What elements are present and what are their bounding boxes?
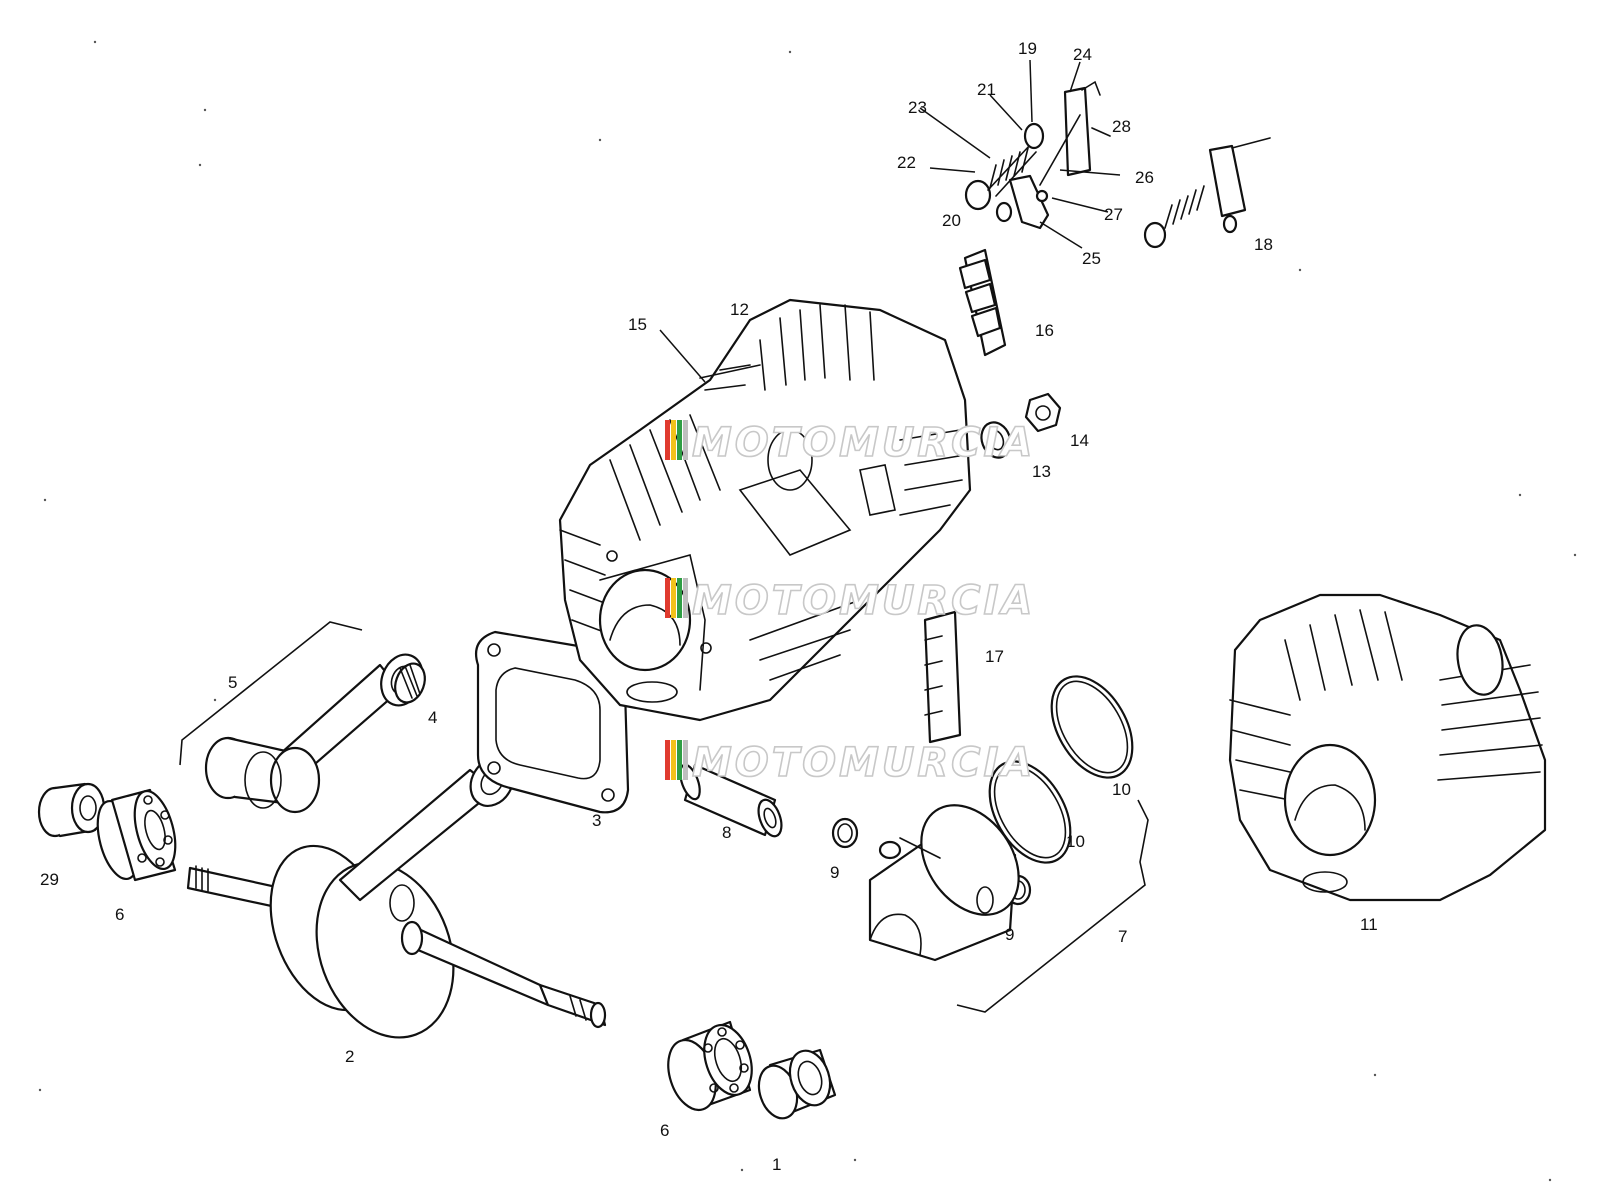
- bracket-5: [179, 621, 363, 766]
- part-22-valve-knob: [964, 179, 992, 211]
- part-23-spring: [987, 144, 1037, 197]
- part-27-pin: [1035, 189, 1049, 203]
- callout-9-right: 9: [1005, 925, 1014, 944]
- callout-13: 13: [1032, 462, 1051, 481]
- callout-3: 3: [592, 811, 601, 830]
- part-2-crankshaft: [186, 844, 607, 1039]
- watermark-bottom: MOTOMURCIA: [665, 739, 1035, 787]
- part-24-lever-plate: [1063, 80, 1101, 177]
- callout-7: 7: [1118, 927, 1127, 946]
- part-19-washer: [1023, 122, 1045, 150]
- part-17-intake-insert: [923, 610, 962, 744]
- callout-8: 8: [722, 823, 731, 842]
- part-15-fin-stud: [699, 364, 761, 379]
- part-3-gasket: [474, 630, 630, 814]
- watermark-text-bottom: MOTOMURCIA: [692, 740, 1035, 786]
- callout-25: 25: [1082, 249, 1101, 268]
- bracket-7: [956, 799, 1149, 1013]
- callout-24: 24: [1073, 45, 1092, 64]
- callout-16: 16: [1035, 321, 1054, 340]
- part-11-cylinder: [1228, 593, 1547, 902]
- part-5-connecting-rod-assembly: [204, 653, 424, 814]
- callout-27: 27: [1104, 205, 1123, 224]
- watermark-top: MOTOMURCIA: [665, 419, 1035, 467]
- callout-29: 29: [40, 870, 59, 889]
- callout-20: 20: [942, 211, 961, 230]
- callout-15: 15: [628, 315, 647, 334]
- callout-9-left: 9: [830, 863, 839, 882]
- part-1-oil-seal: [757, 1048, 837, 1120]
- callout-6-left: 6: [115, 905, 124, 924]
- part-28-pin: [1091, 127, 1111, 137]
- callout-10-upper: 10: [1112, 780, 1131, 799]
- callout-28: 28: [1112, 117, 1131, 136]
- callout-6-lower: 6: [660, 1121, 669, 1140]
- watermark-text-top: MOTOMURCIA: [692, 420, 1035, 466]
- part-14-nut: [1024, 392, 1062, 433]
- callout-1: 1: [772, 1155, 781, 1174]
- callout-10-lower: 10: [1066, 832, 1085, 851]
- callout-2: 2: [345, 1047, 354, 1066]
- callout-12: 12: [730, 300, 749, 319]
- callout-21: 21: [977, 80, 996, 99]
- callout-18: 18: [1254, 235, 1273, 254]
- part-18-decompressor-assembly: [1143, 137, 1271, 249]
- leader-lines: [659, 59, 1121, 383]
- part-10-piston-ring-lower: [988, 760, 1072, 864]
- callout-26: 26: [1135, 168, 1154, 187]
- part-12-cylinder: [558, 298, 972, 722]
- part-13-washer: [980, 421, 1012, 459]
- watermark-middle: MOTOMURCIA: [665, 577, 1035, 625]
- callout-19: 19: [1018, 39, 1037, 58]
- part-26-rod: [1039, 114, 1081, 186]
- part-8-piston-pin: [679, 763, 783, 838]
- callout-22: 22: [897, 153, 916, 172]
- callout-5: 5: [228, 673, 237, 692]
- part-7-piston: [868, 804, 1020, 962]
- watermark-text-middle: MOTOMURCIA: [692, 578, 1035, 624]
- part-25-bracket: [995, 174, 1050, 230]
- callout-17: 17: [985, 647, 1004, 666]
- part-9-circlip-left: [831, 817, 859, 849]
- callout-4: 4: [428, 708, 437, 727]
- part-10-piston-ring-upper: [1050, 675, 1134, 779]
- part-4-needle-bearing: [394, 662, 426, 704]
- callouts: 1 2 3 4 5 6 6 7 8 9 9 10 10 11 12 13 14 …: [40, 39, 1378, 1174]
- part-16-exhaust-insert: [958, 248, 1007, 357]
- part-29-bushing: [37, 782, 106, 838]
- callout-11: 11: [1360, 915, 1378, 934]
- callout-14: 14: [1070, 431, 1089, 450]
- callout-23: 23: [908, 98, 927, 117]
- part-6-bearing-lower: [667, 1020, 753, 1112]
- part-6-bearing-left: [96, 788, 177, 882]
